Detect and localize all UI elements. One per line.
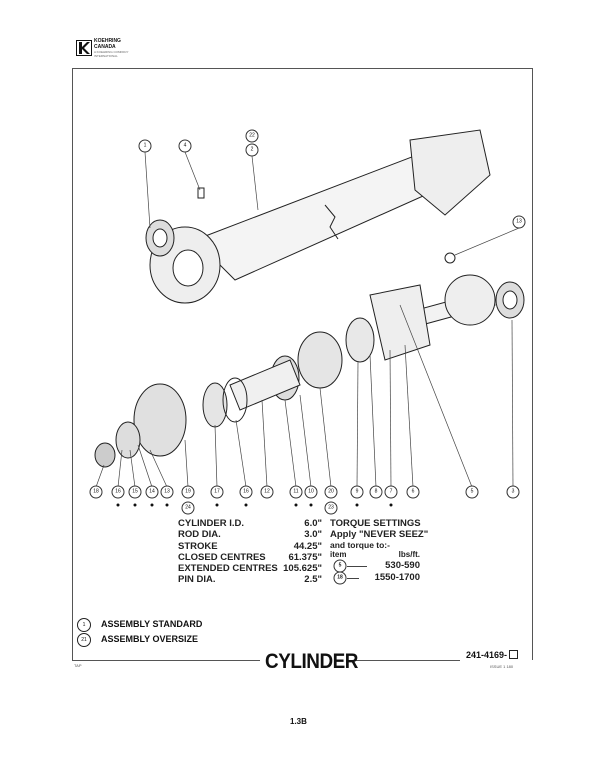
- logo-text: CANADA: [94, 44, 116, 50]
- callout-18: 18: [89, 485, 103, 499]
- torque-col-item: item: [330, 549, 347, 559]
- callout-11: 11: [289, 485, 303, 499]
- callout-13: 13: [160, 485, 174, 499]
- callout-13: 13: [512, 215, 526, 229]
- callout-6: 6: [406, 485, 420, 499]
- legend-symbol-standard: 1: [77, 618, 91, 632]
- callout-4: 4: [178, 139, 192, 153]
- callout-24: 24: [181, 501, 195, 515]
- spec-values: 6.0" 3.0" 44.25" 61.375" 105.625" 2.5": [280, 518, 322, 586]
- star-marker: [389, 503, 393, 507]
- spec-names: CYLINDER I.D. ROD DIA. STROKE CLOSED CEN…: [178, 518, 278, 586]
- callout-8: 8: [369, 485, 383, 499]
- callout-9: 9: [350, 485, 364, 499]
- star-marker: [116, 503, 120, 507]
- callout-20: 20: [324, 485, 338, 499]
- callout-7: 7: [384, 485, 398, 499]
- torque-instruction: Apply "NEVER SEEZ": [330, 529, 429, 541]
- divider: [72, 660, 260, 661]
- callout-1: 1: [138, 139, 152, 153]
- torque-row: 5 530-590: [330, 559, 420, 573]
- spec-name: EXTENDED CENTRES: [178, 563, 278, 575]
- callout-17: 17: [210, 485, 224, 499]
- spec-name: STROKE: [178, 540, 218, 552]
- spec-value: 105.625": [283, 563, 322, 575]
- torque-settings: TORQUE SETTINGS Apply "NEVER SEEZ" and t…: [330, 518, 429, 585]
- spec-value: 44.25": [293, 540, 322, 552]
- star-marker: [294, 503, 298, 507]
- callout-5: 5: [465, 485, 479, 499]
- star-marker: [244, 503, 248, 507]
- callout-16: 16: [239, 485, 253, 499]
- drawing-frame: [72, 68, 533, 660]
- torque-title: TORQUE SETTINGS: [330, 518, 421, 529]
- legend-symbol-oversize: 21: [77, 633, 91, 647]
- legend-label: ASSEMBLY STANDARD: [101, 619, 203, 629]
- spec-value: 61.375": [288, 551, 322, 563]
- item-callout: 18: [333, 571, 347, 585]
- torque-instruction: and torque to:-: [330, 539, 390, 550]
- torque-col-unit: lbs/ft.: [398, 549, 420, 559]
- spec-value: 3.0": [304, 529, 322, 541]
- torque-value: 530-590: [385, 559, 420, 571]
- callout-22: 22: [245, 129, 259, 143]
- page-number: 1.3B: [290, 717, 307, 726]
- divider: [355, 660, 460, 661]
- callout-2: 2: [245, 143, 259, 157]
- star-marker: [150, 503, 154, 507]
- spec-name: CYLINDER I.D.: [178, 518, 244, 529]
- callout-23: 23: [324, 501, 338, 515]
- torque-row: 18 1550-1700: [330, 571, 420, 585]
- spec-value: 2.5": [304, 574, 322, 586]
- callout-12: 12: [260, 485, 274, 499]
- spec-value: 6.0": [304, 518, 322, 529]
- callout-10: 10: [304, 485, 318, 499]
- spec-name: ROD DIA.: [178, 529, 221, 541]
- callout-15: 15: [128, 485, 142, 499]
- star-marker: [215, 503, 219, 507]
- corner-code: TAP: [74, 663, 82, 668]
- legend-label: ASSEMBLY OVERSIZE: [101, 634, 199, 644]
- spec-name: CLOSED CENTRES: [178, 551, 266, 563]
- part-number: 241-4169-: [466, 650, 519, 660]
- star-marker: [355, 503, 359, 507]
- star-marker: [165, 503, 169, 507]
- torque-value: 1550-1700: [374, 571, 420, 583]
- star-marker: [133, 503, 137, 507]
- issue-label: ISSUE 1 180: [490, 664, 514, 669]
- callout-19: 19: [181, 485, 195, 499]
- callout-3: 3: [506, 485, 520, 499]
- koehring-logo: [76, 40, 92, 56]
- callout-16: 16: [111, 485, 125, 499]
- drawing-title: CYLINDER: [265, 650, 359, 673]
- spec-name: PIN DIA.: [178, 574, 216, 586]
- callout-14: 14: [145, 485, 159, 499]
- logo-text: KOEHRING: [94, 38, 121, 44]
- star-marker: [309, 503, 313, 507]
